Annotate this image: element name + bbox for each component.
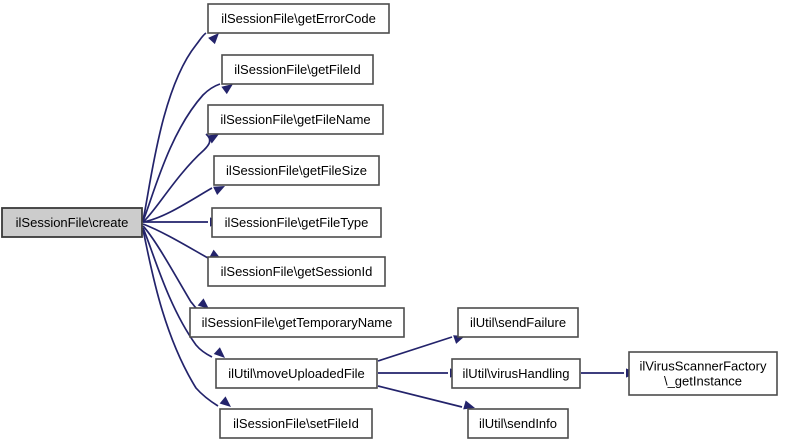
node-sendInfo[interactable]: ilUtil\sendInfo [467, 408, 569, 439]
node-moveUploadedFile[interactable]: ilUtil\moveUploadedFile [215, 358, 378, 389]
node-box-getFileId[interactable] [221, 54, 374, 85]
node-box-getFileType[interactable] [211, 207, 382, 238]
node-getSessionId[interactable]: ilSessionFile\getSessionId [207, 256, 386, 287]
node-label-virusHandling: ilUtil\virusHandling [463, 366, 570, 381]
node-label-getErrorCode: ilSessionFile\getErrorCode [221, 11, 376, 26]
arrowhead-create-to-moveUploadedFile [213, 347, 225, 358]
edge-create-to-getErrorCode [142, 32, 207, 221]
node-box-getFileName[interactable] [207, 104, 384, 135]
node-box-getFileSize[interactable] [213, 155, 380, 186]
node-label-getTemporaryName: ilSessionFile\getTemporaryName [202, 315, 393, 330]
node-label-create: ilSessionFile\create [16, 215, 129, 230]
edge-create-to-setFileId [142, 229, 219, 407]
arrowhead-create-to-getFileName [207, 134, 219, 144]
node-setFileId[interactable]: ilSessionFile\setFileId [219, 408, 373, 439]
edge-create-to-getFileId [142, 83, 221, 222]
arrowhead-create-to-getFileId [221, 84, 233, 95]
edge-moveUploadedFile-to-sendInfo [377, 385, 463, 408]
node-box-create[interactable] [1, 207, 143, 238]
node-label-sendInfo: ilUtil\sendInfo [479, 416, 557, 431]
node-getFileName[interactable]: ilSessionFile\getFileName [207, 104, 384, 135]
node-getTemporaryName[interactable]: ilSessionFile\getTemporaryName [189, 307, 405, 338]
node-label-setFileId: ilSessionFile\setFileId [233, 416, 359, 431]
nodes-layer: ilSessionFile\create ilSessionFile\getErr… [1, 3, 778, 439]
node-label-getSessionId: ilSessionFile\getSessionId [221, 264, 373, 279]
node-getErrorCode[interactable]: ilSessionFile\getErrorCode [207, 3, 390, 34]
node-box-getErrorCode[interactable] [207, 3, 390, 34]
node-getFileId[interactable]: ilSessionFile\getFileId [221, 54, 374, 85]
node-box-getSessionId[interactable] [207, 256, 386, 287]
node-box-sendFailure[interactable] [457, 307, 579, 338]
node-box-virusHandling[interactable] [451, 358, 581, 389]
edges-layer [142, 32, 637, 410]
arrowhead-create-to-getErrorCode [208, 33, 219, 45]
edge-create-to-moveUploadedFile [142, 227, 213, 358]
arrowhead-create-to-setFileId [219, 396, 231, 407]
node-label-sendFailure: ilUtil\sendFailure [470, 315, 566, 330]
node-label-getFileType: ilSessionFile\getFileType [225, 215, 369, 230]
node-getFileType[interactable]: ilSessionFile\getFileType [211, 207, 382, 238]
node-label-getFileSize: ilSessionFile\getFileSize [226, 163, 367, 178]
arrowhead-create-to-getTemporaryName [197, 298, 209, 309]
arrowhead-moveUploadedFile-to-sendInfo [463, 400, 475, 410]
node-getInstance[interactable]: ilVirusScannerFactory\_getInstance [628, 351, 778, 396]
node-virusHandling[interactable]: ilUtil\virusHandling [451, 358, 581, 389]
edge-create-to-getSessionId [142, 223, 209, 259]
node-label-getInstance: ilVirusScannerFactory [640, 358, 767, 373]
edge-create-to-getTemporaryName [142, 225, 197, 309]
node-label-getFileName: ilSessionFile\getFileName [220, 112, 370, 127]
node-box-setFileId[interactable] [219, 408, 373, 439]
node-box-sendInfo[interactable] [467, 408, 569, 439]
node-box-moveUploadedFile[interactable] [215, 358, 378, 389]
node-getFileSize[interactable]: ilSessionFile\getFileSize [213, 155, 380, 186]
arrowhead-create-to-getFileSize [213, 186, 225, 195]
node-sendFailure[interactable]: ilUtil\sendFailure [457, 307, 579, 338]
node-create[interactable]: ilSessionFile\create [1, 207, 143, 238]
edge-create-to-getFileSize [142, 187, 213, 223]
node-label-getInstance: \_getInstance [664, 373, 742, 388]
node-label-getFileId: ilSessionFile\getFileId [234, 62, 360, 77]
node-box-getTemporaryName[interactable] [189, 307, 405, 338]
node-box-getInstance[interactable] [628, 351, 778, 396]
edge-moveUploadedFile-to-sendFailure [377, 336, 453, 362]
node-label-moveUploadedFile: ilUtil\moveUploadedFile [228, 366, 365, 381]
